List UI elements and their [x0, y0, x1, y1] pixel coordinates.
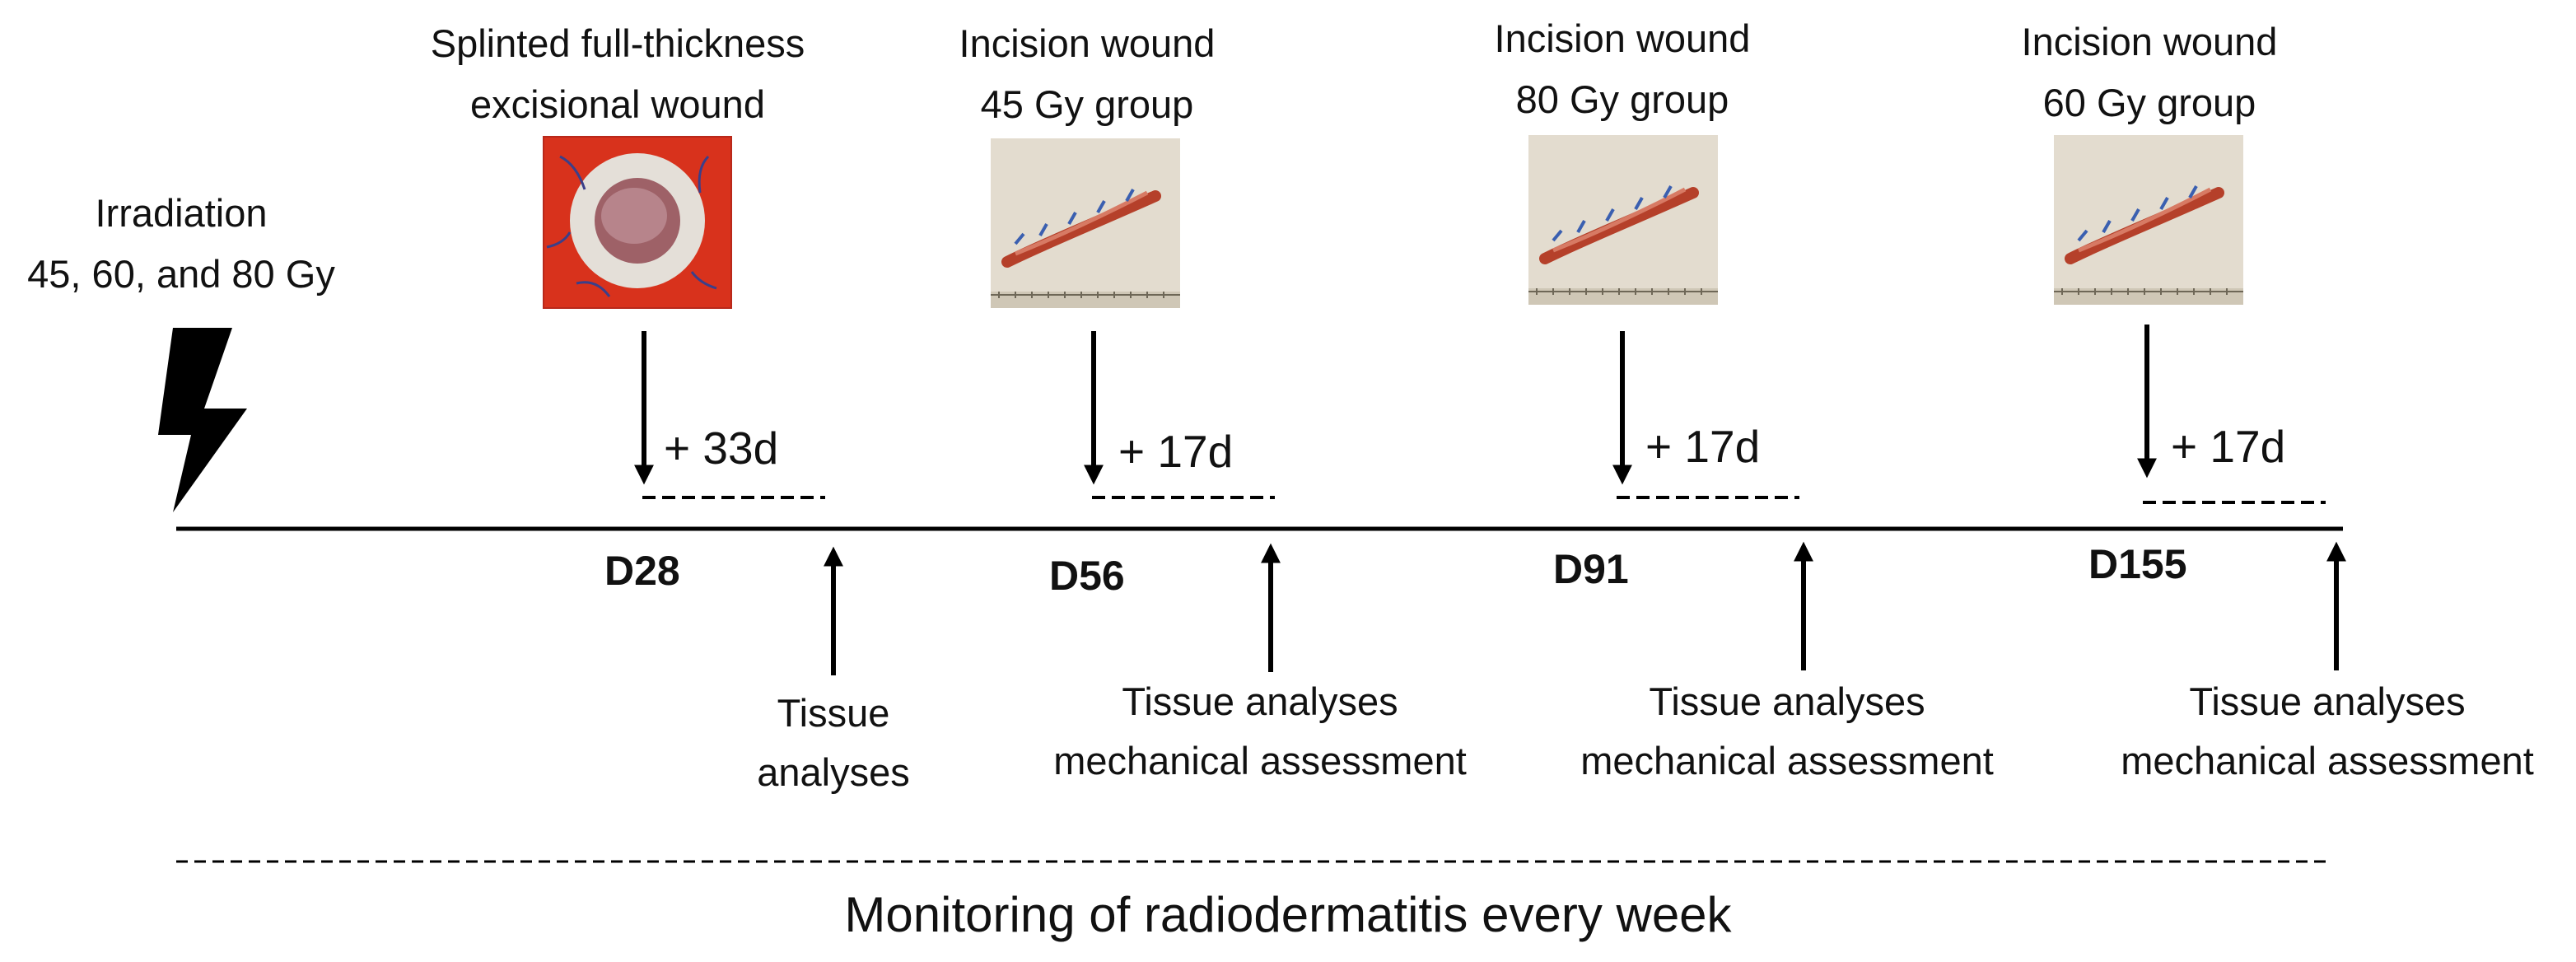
irradiation-label: Irradiation 45, 60, and 80 Gy [8, 183, 354, 305]
incision-wound-photo [991, 138, 1180, 308]
irradiation-label-line2: 45, 60, and 80 Gy [27, 252, 335, 296]
analysis-label-line1: Tissue analyses [1649, 679, 1925, 723]
event-title-line1: Incision wound [959, 21, 1216, 65]
day-label-d56: D56 [1049, 553, 1125, 599]
day-label-d28: D28 [604, 548, 680, 594]
day-label-d155: D155 [2088, 541, 2187, 587]
event-title-d155: Incision wound 60 Gy group [1935, 12, 2364, 133]
analysis-label-3: Tissue analyses mechanical assessment [1565, 672, 2009, 791]
incision-wound-photo [1528, 135, 1718, 305]
analysis-label-line2: analyses [757, 750, 910, 794]
interval-label-d28: + 33d [664, 423, 779, 474]
analysis-label-line1: Tissue analyses [1122, 679, 1398, 723]
lightning-bolt-icon [158, 328, 247, 512]
analysis-label-line2: mechanical assessment [1580, 739, 1994, 782]
interval-label-d155: + 17d [2171, 421, 2286, 472]
event-title-line1: Splinted full-thickness [430, 21, 805, 65]
analysis-label-line1: Tissue analyses [2189, 679, 2466, 723]
analysis-label-1: Tissue analyses [710, 684, 957, 802]
day-label-d91: D91 [1553, 546, 1629, 592]
analysis-label-line2: mechanical assessment [2121, 739, 2534, 782]
event-title-d91: Incision wound 80 Gy group [1408, 8, 1836, 130]
analysis-label-line1: Tissue [777, 691, 890, 735]
analysis-label-2: Tissue analyses mechanical assessment [1038, 672, 1482, 791]
event-title-line2: 80 Gy group [1515, 77, 1729, 121]
interval-label-d91: + 17d [1645, 421, 1761, 472]
irradiation-label-line1: Irradiation [95, 191, 268, 235]
event-title-line1: Incision wound [2021, 20, 2278, 63]
monitoring-footer-label: Monitoring of radiodermatitis every week [844, 887, 1732, 942]
event-title-line2: 45 Gy group [980, 82, 1194, 126]
event-title-line2: 60 Gy group [2042, 81, 2256, 124]
analysis-label-4: Tissue analyses mechanical assessment [2105, 672, 2550, 791]
analysis-label-line2: mechanical assessment [1053, 739, 1467, 782]
event-title-line1: Incision wound [1494, 16, 1751, 60]
event-title-line2: excisional wound [470, 82, 765, 126]
interval-label-d56: + 17d [1118, 426, 1234, 477]
event-title-d56: Incision wound 45 Gy group [873, 13, 1301, 135]
splinted-excisional-wound-photo [543, 136, 732, 309]
incision-wound-photo [2054, 135, 2243, 305]
event-title-d28: Splinted full-thickness excisional wound [362, 13, 873, 135]
